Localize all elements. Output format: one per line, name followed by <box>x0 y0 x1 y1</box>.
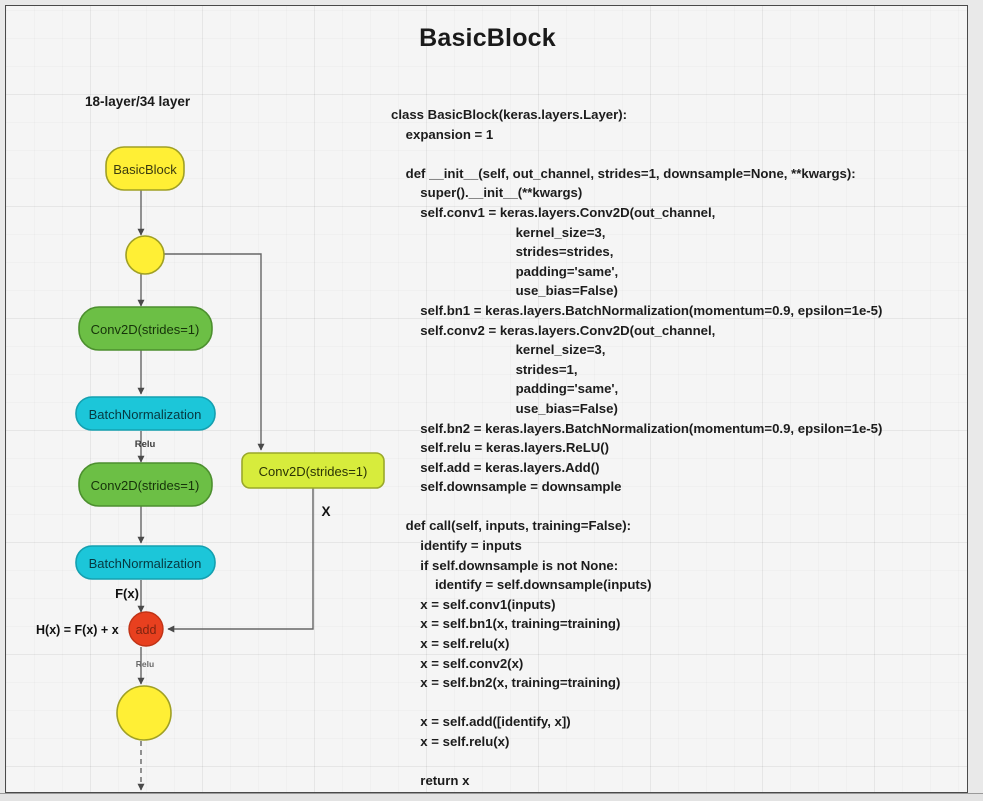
node-conv2d-2[interactable]: Conv2D(strides=1) <box>78 462 213 507</box>
node-conv2d-1-label: Conv2D(strides=1) <box>91 322 200 337</box>
node-basicblock-start[interactable]: BasicBlock <box>105 146 185 191</box>
node-batchnorm-2-label: BatchNormalization <box>89 556 202 571</box>
node-batchnorm-2[interactable]: BatchNormalization <box>75 545 216 580</box>
page-title: BasicBlock <box>419 24 556 52</box>
edge-downsample-to-add <box>167 488 314 633</box>
code-block: class BasicBlock(keras.layers.Layer): ex… <box>391 107 883 789</box>
node-basicblock-start-label: BasicBlock <box>113 162 177 177</box>
node-conv2d-1-shape <box>78 306 213 351</box>
node-batchnorm-1-label: BatchNormalization <box>89 407 202 422</box>
edge-label-fx: F(x) <box>115 586 139 601</box>
edge-label-relu-2: Relu <box>136 659 154 669</box>
basicblock-flow-diagram: 18-layer/34 layer BasicBlock Conv2D(stri… <box>36 94 385 791</box>
window-bottom-bar <box>0 793 983 801</box>
node-end-output[interactable] <box>116 685 172 741</box>
edge-label-relu-1: Relu <box>135 439 156 450</box>
node-basicblock-start-shape <box>105 146 185 191</box>
node-add[interactable]: add <box>128 611 164 647</box>
node-conv2d-downsample-shape <box>241 452 385 489</box>
node-conv2d-1[interactable]: Conv2D(strides=1) <box>78 306 213 351</box>
diagram-canvas: BasicBlock 18-layer/34 layer BasicBlock <box>5 5 968 793</box>
edge-label-x-branch: X <box>321 504 330 519</box>
edge-label-hx: H(x) = F(x) + x <box>36 623 119 637</box>
edge-junction-to-downsample <box>163 253 265 451</box>
node-batchnorm-1-shape <box>75 396 216 431</box>
node-add-shape <box>128 611 164 647</box>
node-conv2d-downsample[interactable]: Conv2D(strides=1) <box>241 452 385 489</box>
node-add-label: add <box>136 623 157 637</box>
node-junction-top[interactable] <box>125 235 165 275</box>
node-conv2d-2-shape <box>78 462 213 507</box>
edge-group <box>137 190 314 685</box>
diagram-heading: 18-layer/34 layer <box>85 94 191 109</box>
node-conv2d-downsample-label: Conv2D(strides=1) <box>259 464 368 479</box>
node-batchnorm-2-shape <box>75 545 216 580</box>
node-conv2d-2-label: Conv2D(strides=1) <box>91 478 200 493</box>
node-batchnorm-1[interactable]: BatchNormalization <box>75 396 216 431</box>
